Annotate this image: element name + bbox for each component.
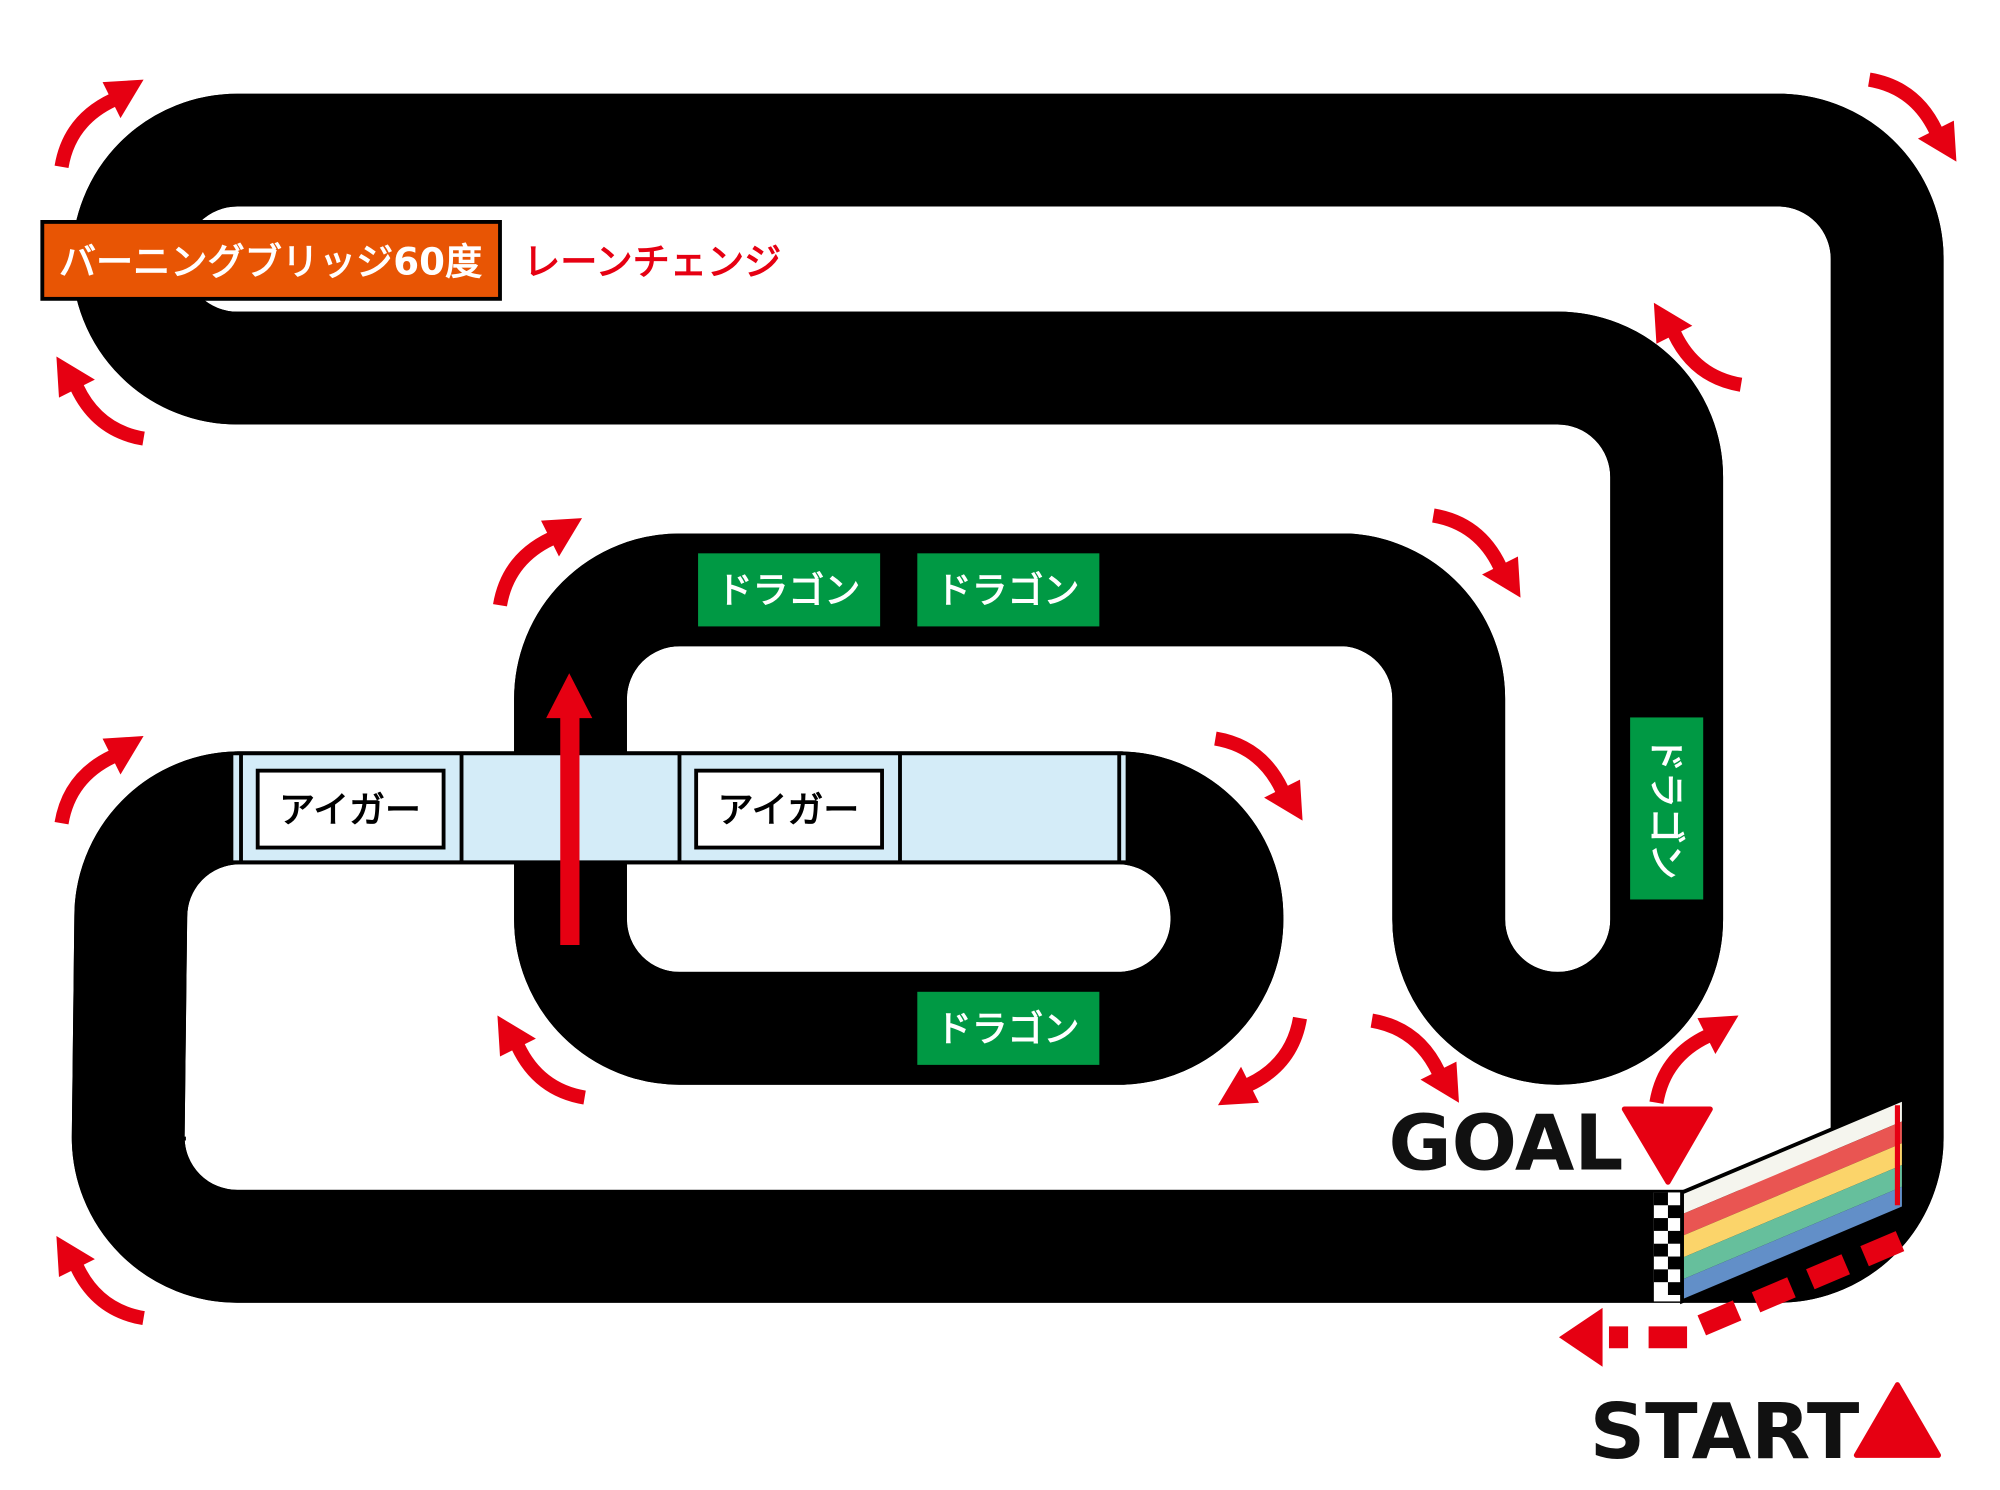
up-arrow-icon [546,673,593,945]
eiger-section-2: アイガー [694,768,884,850]
start-direction-arrow [1558,1231,1905,1367]
start-marker-icon [1853,1382,1942,1458]
lane-change-label: レーンチェンジ [523,239,781,283]
dragon-section-3: ドラゴン [913,987,1104,1069]
burning-bridge-label: バーニングブリッジ60度 [40,220,502,301]
eiger-text: アイガー [718,790,860,831]
dragon-section-4: ドラゴン [1626,713,1708,904]
dragon-text: ドラゴン [717,570,861,612]
goal-label: GOAL [1388,1099,1623,1188]
dragon-section-2: ドラゴン [913,549,1104,631]
dragon-section-1: ドラゴン [694,549,884,631]
dragon-text: ドラゴン [936,1008,1080,1050]
dragon-text: ドラゴン [1645,736,1687,880]
goal-marker-icon [1621,1106,1713,1185]
eiger-text: アイガー [279,790,421,831]
eiger-section-1: アイガー [255,768,446,850]
cell-dividers [76,96,1943,1302]
dragon-text: ドラゴン [936,570,1080,612]
start-gate [1653,1095,1906,1305]
start-label: START [1590,1388,1860,1477]
burning-bridge-text: バーニングブリッジ60度 [59,239,483,283]
